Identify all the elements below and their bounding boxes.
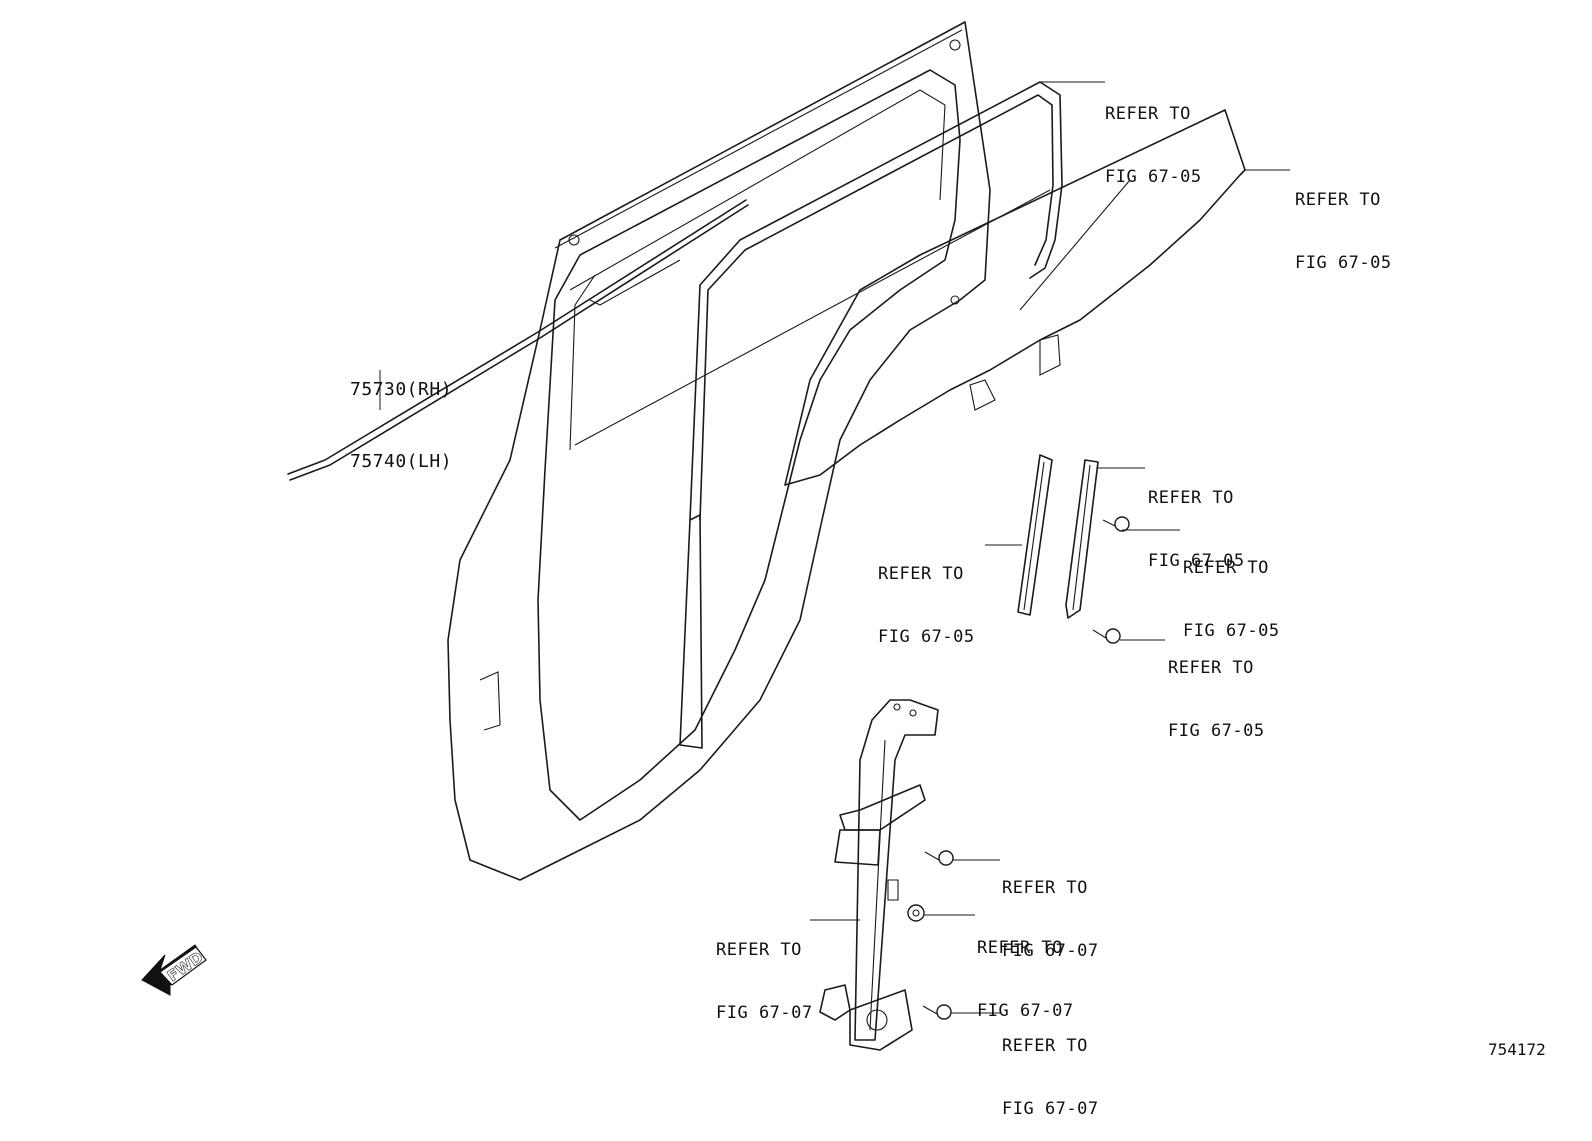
callout-refer-9[interactable]: REFER TO FIG 67-07 [1002,994,1099,1141]
callout-line1: REFER TO [1002,1036,1088,1056]
callout-refer-8[interactable]: REFER TO FIG 67-07 [977,896,1074,1043]
bolt-1 [1102,516,1130,532]
callout-line1: REFER TO [1183,558,1269,578]
callout-line2: FIG 67-07 [716,1003,813,1023]
callout-refer-1[interactable]: REFER TO FIG 67-05 [1105,62,1202,209]
callout-line2: FIG 67-05 [1168,721,1265,741]
part-number-lh: 75740(LH) [350,451,453,472]
bolt-3 [924,850,954,866]
callout-line1: REFER TO [1002,878,1088,898]
callout-line2: FIG 67-05 [878,627,975,647]
window-channel-rear [1065,459,1099,619]
door-weatherstrip [679,81,1063,749]
fwd-arrow-icon: FWD [141,944,207,996]
callout-line2: FIG 67-05 [1148,551,1245,571]
part-number-label: 75730(RH) 75740(LH) [350,330,452,498]
bolt-4 [922,1004,952,1020]
callout-line1: REFER TO [977,938,1063,958]
callout-refer-4[interactable]: REFER TO FIG 67-05 [1183,516,1280,663]
callout-refer-3[interactable]: REFER TO FIG 67-05 [1148,446,1245,593]
callout-line1: REFER TO [878,564,964,584]
callout-line2: FIG 67-07 [977,1001,1074,1021]
callout-refer-10[interactable]: REFER TO FIG 67-07 [716,898,813,1045]
callout-line2: FIG 67-07 [1002,941,1099,961]
door-parts-diagram: FWD [141,21,1290,1051]
nut-1 [907,904,925,922]
callout-line1: REFER TO [716,940,802,960]
door-panel [447,21,1051,881]
figure-number: 754172 [1488,1040,1546,1059]
callout-refer-5[interactable]: REFER TO FIG 67-05 [878,522,975,669]
bolt-2 [1092,628,1121,644]
window-channel-front [1017,454,1053,616]
window-regulator [819,699,939,1051]
door-glass [784,109,1246,486]
callout-line2: FIG 67-07 [1002,1099,1099,1119]
callout-line2: FIG 67-05 [1183,621,1280,641]
callout-refer-2[interactable]: REFER TO FIG 67-05 [1295,148,1392,295]
callout-line2: FIG 67-05 [1105,167,1202,187]
leader-lines [379,81,1290,1014]
callout-line1: REFER TO [1148,488,1234,508]
callout-line1: REFER TO [1168,658,1254,678]
callout-line1: REFER TO [1295,190,1381,210]
callout-refer-7[interactable]: REFER TO FIG 67-07 [1002,836,1099,983]
callout-line2: FIG 67-05 [1295,253,1392,273]
part-number-rh: 75730(RH) [350,379,453,400]
callout-line1: REFER TO [1105,104,1191,124]
callout-refer-6[interactable]: REFER TO FIG 67-05 [1168,616,1265,763]
belt-moulding [287,199,749,481]
